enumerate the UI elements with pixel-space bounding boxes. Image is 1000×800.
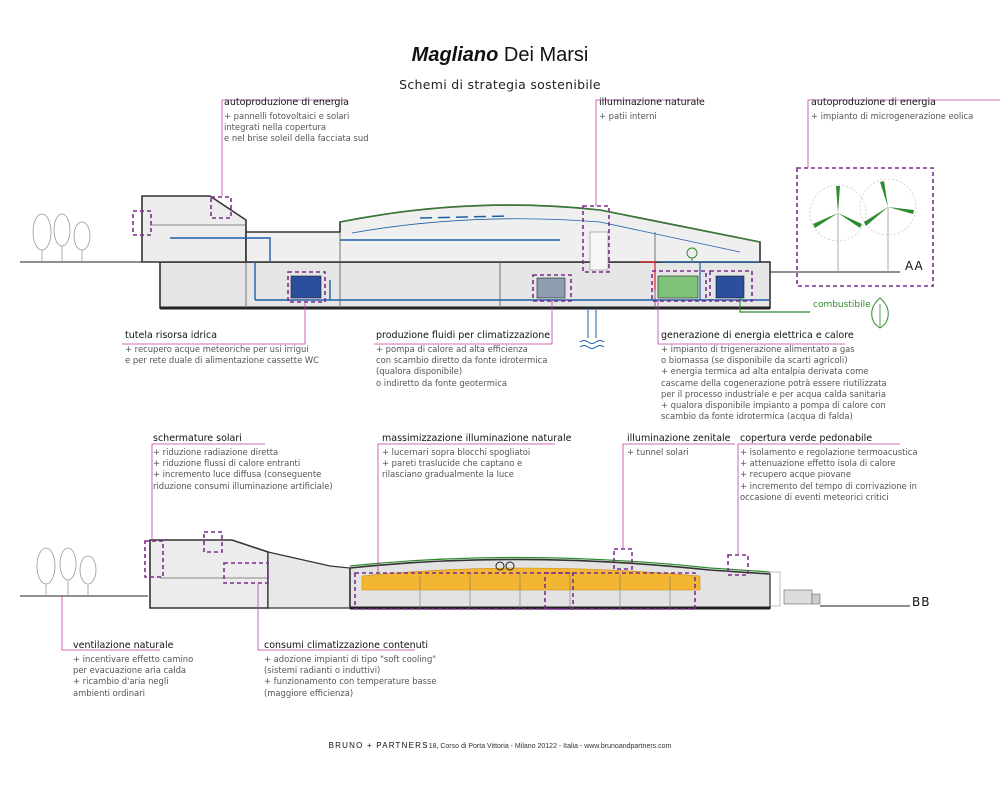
annotation-body: + patii interni xyxy=(599,111,705,122)
leaf-icon xyxy=(871,297,889,329)
annotation-heading: illuminazione naturale xyxy=(599,97,705,108)
annotation-body: + impianto di trigenerazione alimentato … xyxy=(661,344,887,422)
annotation-line: + recupero acque piovane xyxy=(740,469,852,480)
annotation-line: + funzionamento con temperature basse xyxy=(264,676,437,687)
annotation-heading: autoproduzione di energia xyxy=(811,97,936,108)
title-rest: Dei Marsi xyxy=(498,44,589,66)
tree-icon xyxy=(32,213,91,262)
annotation-line: + riduzione flussi di calore entranti xyxy=(153,458,301,469)
annotation-heading: consumi climatizzazione contenuti xyxy=(264,640,429,651)
section-aa-drawing xyxy=(20,167,934,349)
wind-turbine-icon xyxy=(809,178,917,272)
lightbulb-icon xyxy=(686,247,698,262)
annotation-line: + adozione impianti di tipo "soft coolin… xyxy=(264,654,437,664)
annotation-line: cascame della cogenerazione potrà essere… xyxy=(661,377,887,388)
page-title: Magliano Dei Marsi xyxy=(0,44,1000,67)
section-label-aa: AA xyxy=(905,259,924,273)
annotation-line: occasione di eventi meteorici critici xyxy=(740,491,889,502)
annotation-tutela-risorsa-idrica: tutela risorsa idrica + recupero acque m… xyxy=(125,330,319,366)
annotation-heading: autoproduzione di energia xyxy=(224,97,349,108)
annotation-body: + incentivare effetto camino per evacuaz… xyxy=(73,654,193,699)
annotation-line: ambienti ordinari xyxy=(73,687,145,698)
tree-icon xyxy=(36,547,97,596)
combustibile-label: combustibile xyxy=(813,300,871,310)
annotation-line: + recupero acque meteoriche per usi irri… xyxy=(125,344,309,354)
footer-firm: BRUNO + PARTNERS xyxy=(328,741,429,750)
footer-address: 18, Corso di Porta Vittoria - Milano 201… xyxy=(428,743,672,750)
annotation-line: + incentivare effetto camino xyxy=(73,654,194,664)
annotation-line: riduzione consumi illuminazione artifici… xyxy=(153,480,333,491)
footer: BRUNO + PARTNERS18, Corso di Porta Vitto… xyxy=(0,741,1000,750)
annotation-line: + incremento del tempo di corrivazione i… xyxy=(740,480,917,491)
section-bb-drawing xyxy=(20,531,910,610)
annotation-line: per evacuazione aria calda xyxy=(73,665,187,676)
annotation-body: + isolamento e regolazione termoacustica… xyxy=(740,447,918,503)
leader-lines-aa xyxy=(122,99,1000,345)
annotation-autoproduzione-pv: autoproduzione di energia + pannelli fot… xyxy=(224,97,369,145)
annotation-consumi-climatizzazione: consumi climatizzazione contenuti + adoz… xyxy=(264,640,437,699)
annotation-body: + impianto di microgenerazione eolica xyxy=(811,111,973,122)
annotation-heading: produzione fluidi per climatizzazione xyxy=(376,330,551,341)
annotation-produzione-fluidi: produzione fluidi per climatizzazione + … xyxy=(376,330,550,389)
annotation-line: o indiretto da fonte geotermica xyxy=(376,377,507,388)
annotation-heading: copertura verde pedonabile xyxy=(740,433,873,444)
annotation-massimizzazione-illuminazione: massimizzazione illuminazione naturale +… xyxy=(382,433,571,481)
annotation-body: + pompa di calore ad alta efficienza con… xyxy=(376,344,550,389)
annotation-line: scambio da fonte idrotermica (acqua di f… xyxy=(661,411,853,422)
annotation-line: + pareti traslucide che captano e xyxy=(382,458,523,469)
annotation-line: (qualora disponibile) xyxy=(376,366,463,377)
annotation-heading: massimizzazione illuminazione naturale xyxy=(382,433,572,444)
section-label-bb: BB xyxy=(912,595,931,609)
annotation-line: + tunnel solari xyxy=(627,447,689,457)
annotation-heading: ventilazione naturale xyxy=(73,640,174,651)
annotation-line: + patii interni xyxy=(599,111,657,121)
annotation-line: e per rete duale di alimentazione casset… xyxy=(125,355,320,366)
annotation-ventilazione-naturale: ventilazione naturale + incentivare effe… xyxy=(73,640,193,699)
annotation-heading: illuminazione zenitale xyxy=(627,433,731,444)
annotation-line: e nel brise soleil della facciata sud xyxy=(224,133,369,144)
annotation-line: (maggiore efficienza) xyxy=(264,687,354,698)
annotation-autoproduzione-eolica: autoproduzione di energia + impianto di … xyxy=(811,97,973,122)
annotation-line: + pannelli fotovoltaici e solari xyxy=(224,111,350,121)
annotation-body: + lucernari sopra blocchi spogliatoi + p… xyxy=(382,447,571,481)
truck-icon xyxy=(769,571,821,607)
annotation-line: (sistemi radianti o induttivi) xyxy=(264,665,381,676)
annotation-line: + qualora disponibile impianto a pompa d… xyxy=(661,400,886,411)
annotation-body: + pannelli fotovoltaici e solari integra… xyxy=(224,111,369,145)
annotation-copertura-verde: copertura verde pedonabile + isolamento … xyxy=(740,433,918,503)
annotation-line: + riduzione radiazione diretta xyxy=(153,447,279,457)
annotation-illuminazione-zenitale: illuminazione zenitale + tunnel solari xyxy=(627,433,731,458)
annotation-schermature-solari: schermature solari + riduzione radiazion… xyxy=(153,433,333,492)
annotation-line: + energia termica ad alta entalpia deriv… xyxy=(661,366,869,377)
water-icon xyxy=(579,308,605,349)
annotation-line: + ricambio d'aria negli xyxy=(73,676,169,687)
leader-lines-bb xyxy=(61,443,900,651)
annotation-heading: generazione di energia elettrica e calor… xyxy=(661,330,854,341)
annotation-line: con scambio diretto da fonte idrotermica xyxy=(376,355,548,366)
annotation-line: per il processo industriale e per acqua … xyxy=(661,388,886,399)
annotation-line: rilasciano gradualmente la luce xyxy=(382,469,514,480)
annotation-line: + incremento luce diffusa (conseguente xyxy=(153,469,322,480)
page-subtitle: Schemi di strategia sostenibile xyxy=(399,77,601,92)
annotation-line: + pompa di calore ad alta efficienza xyxy=(376,344,528,354)
annotation-body: + adozione impianti di tipo "soft coolin… xyxy=(264,654,437,699)
annotation-generazione-energia: generazione di energia elettrica e calor… xyxy=(661,330,887,422)
title-bold: Magliano xyxy=(411,44,499,66)
annotation-body: + tunnel solari xyxy=(627,447,731,458)
annotation-line: + impianto di trigenerazione alimentato … xyxy=(661,344,855,354)
annotation-heading: schermature solari xyxy=(153,433,242,444)
annotation-illuminazione-naturale: illuminazione naturale + patii interni xyxy=(599,97,705,122)
annotation-body: + recupero acque meteoriche per usi irri… xyxy=(125,344,319,366)
annotation-line: + impianto di microgenerazione eolica xyxy=(811,111,974,121)
annotation-heading: tutela risorsa idrica xyxy=(125,330,218,341)
annotation-line: + lucernari sopra blocchi spogliatoi xyxy=(382,447,531,457)
annotation-line: + isolamento e regolazione termoacustica xyxy=(740,447,918,457)
annotation-body: + riduzione radiazione diretta + riduzio… xyxy=(153,447,333,492)
annotation-line: + attenuazione effetto isola di calore xyxy=(740,458,896,469)
annotation-line: o biomassa (se disponibile da scarti agr… xyxy=(661,355,848,366)
annotation-line: integrati nella copertura xyxy=(224,122,326,133)
